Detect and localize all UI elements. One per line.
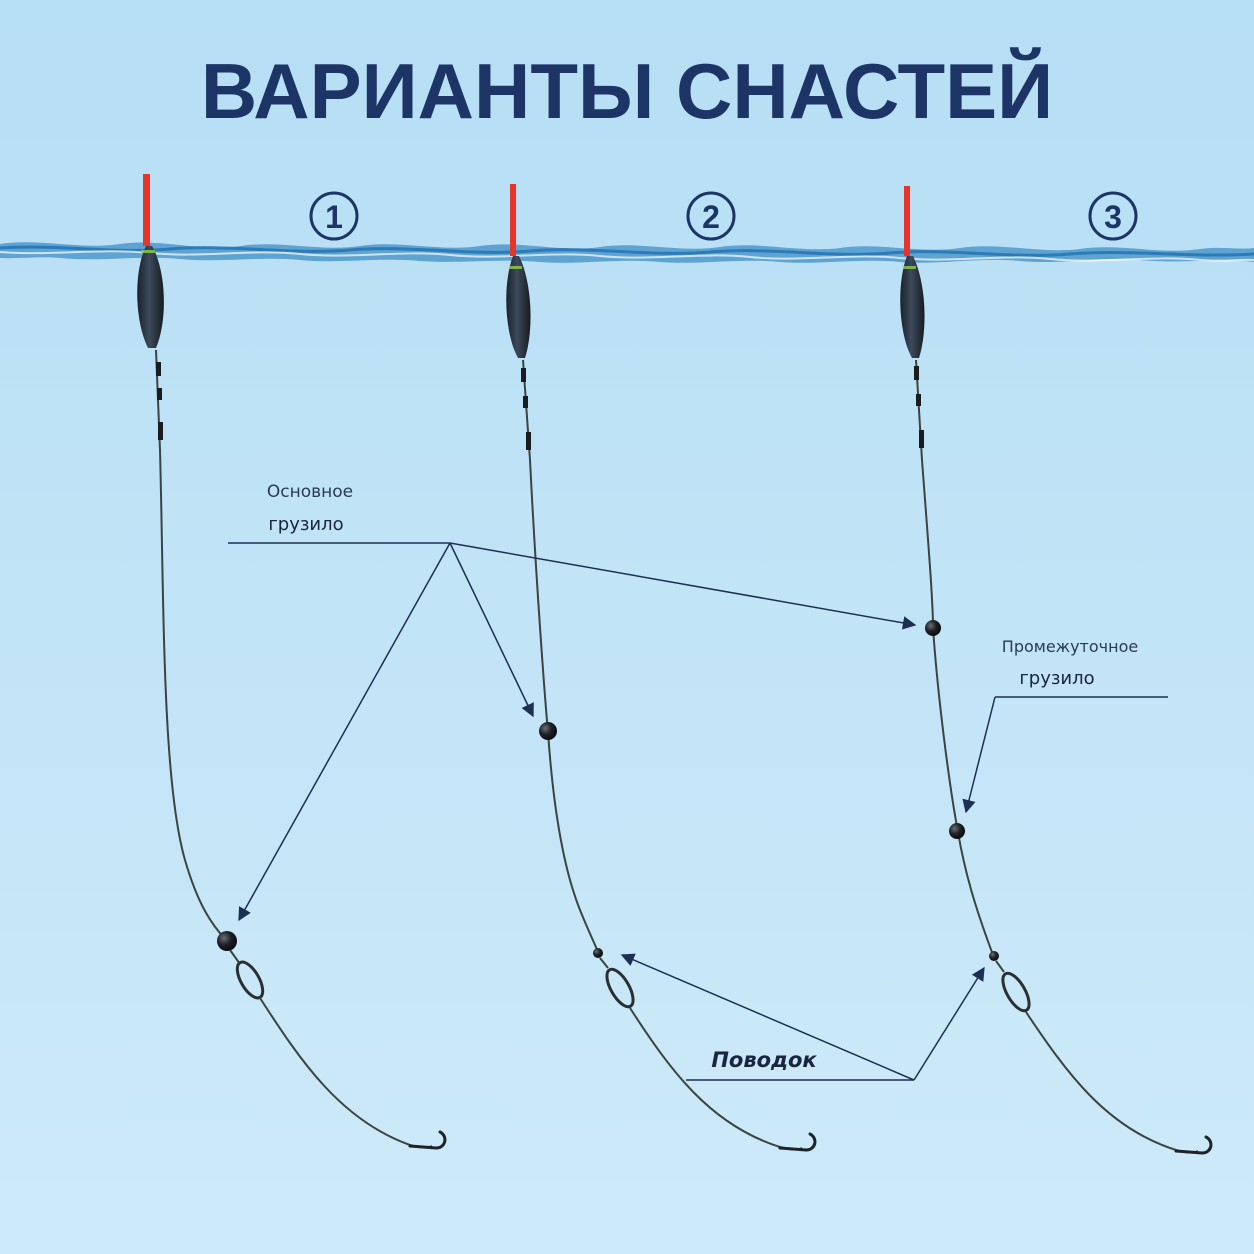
float-body: [137, 246, 164, 348]
main-line: [915, 359, 994, 956]
rig-number-badge-2: 2: [686, 191, 736, 241]
swivel: [229, 949, 265, 1000]
float-tip: [143, 174, 150, 246]
main-sinker-label-line2: грузило: [268, 514, 343, 535]
float-body: [506, 256, 531, 358]
intermediate-sinker: [949, 823, 965, 839]
main-line: [522, 359, 599, 953]
water-surface: [0, 242, 1254, 263]
main-line: [155, 349, 227, 941]
arrow-to-rig2-leader: [620, 953, 915, 1081]
swivel: [995, 960, 1031, 1013]
small-shot: [989, 951, 999, 961]
hook: [408, 1130, 447, 1150]
main-sinker: [925, 620, 941, 636]
swivel: [599, 957, 635, 1009]
arrow-to-rig2-sinker: [449, 542, 534, 718]
float-tip: [904, 186, 910, 256]
rig-number-badge-3: 3: [1088, 191, 1138, 241]
float: [137, 174, 164, 348]
rig-number-2: 2: [702, 199, 720, 235]
main-sinker: [217, 931, 237, 951]
rig-1: [137, 174, 447, 1150]
float: [506, 184, 531, 358]
float: [900, 186, 925, 358]
intermediate-sinker-label-line2: грузило: [1019, 668, 1094, 689]
label-main-sinker: Основное грузило: [228, 482, 917, 922]
leader-label: Поводок: [711, 1048, 817, 1072]
label-leader: Поводок: [620, 953, 985, 1081]
page-title: ВАРИАНТЫ СНАСТЕЙ: [201, 47, 1053, 135]
rig-number-badge-1: 1: [309, 191, 359, 241]
hook: [778, 1132, 817, 1152]
small-shot: [593, 948, 603, 958]
rig-number-3: 3: [1104, 199, 1122, 235]
rig-number-1: 1: [325, 199, 343, 235]
float-tip: [510, 184, 516, 256]
rig-3: [900, 186, 1213, 1155]
float-body: [900, 256, 925, 358]
arrow-to-intermediate-sinker: [962, 696, 996, 814]
main-sinker-label-line1: Основное: [267, 482, 353, 502]
main-sinker: [539, 722, 557, 740]
hook: [1174, 1135, 1213, 1155]
arrow-to-rig3-sinker: [449, 542, 917, 630]
label-intermediate-sinker: Промежуточное грузило: [962, 637, 1168, 814]
intermediate-sinker-label-line1: Промежуточное: [1002, 637, 1138, 656]
rig-2: [506, 184, 817, 1152]
arrow-to-rig3-leader: [913, 966, 985, 1081]
arrow-to-rig1-sinker: [238, 542, 451, 922]
